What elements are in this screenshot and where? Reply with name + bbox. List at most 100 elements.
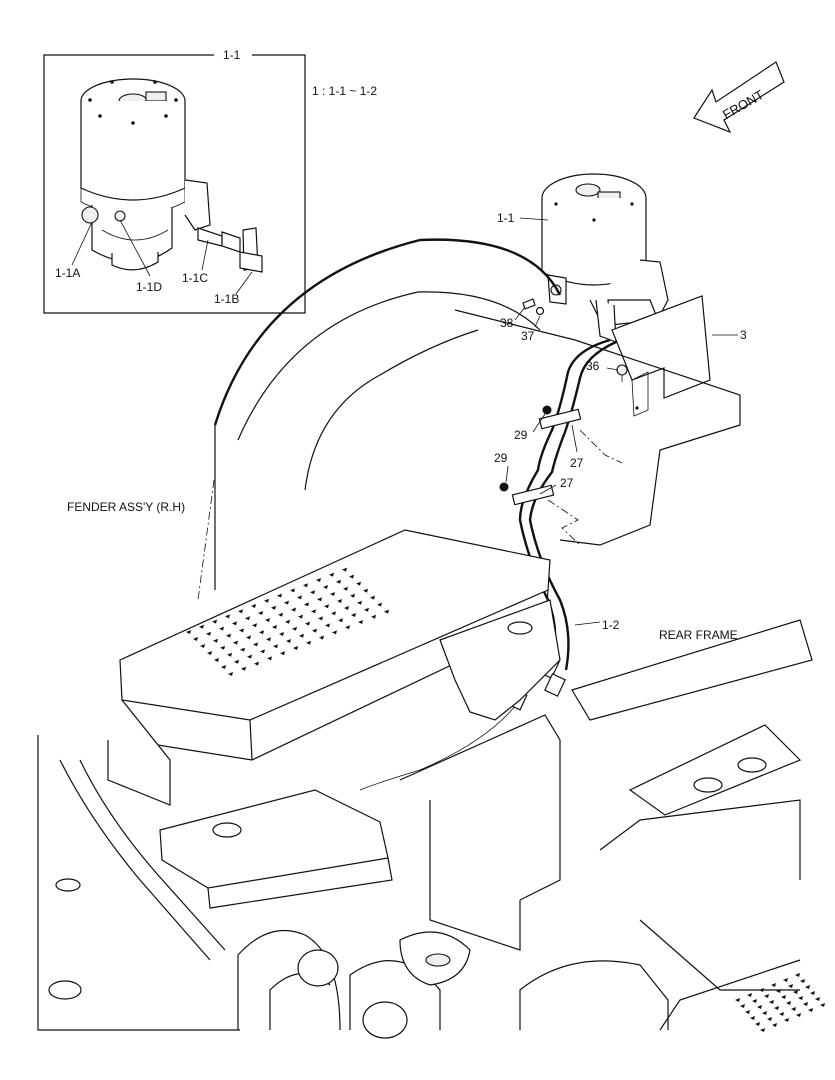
perforation-hole [342, 567, 347, 572]
label-1-1b: 1-1B [214, 292, 239, 306]
callout-27a: 27 [570, 456, 584, 470]
perforation-hole [233, 640, 238, 645]
perforation-hole [253, 642, 258, 647]
perforation-hole [788, 984, 793, 988]
perforation-hole [325, 623, 330, 628]
perforation-hole [246, 635, 251, 640]
perforation-hole [317, 597, 322, 602]
perforation-hole [363, 588, 368, 593]
callout-1-1: 1-1 [497, 211, 515, 225]
perforation-hole [351, 613, 356, 617]
callout-3: 3 [740, 328, 747, 342]
perforation-hole [228, 672, 233, 676]
perforation-hole [260, 649, 265, 654]
leader-1-1c [201, 239, 209, 271]
perforation-hole [350, 593, 355, 598]
perforation-hole [299, 633, 304, 638]
perforation-hole [338, 618, 343, 623]
perforation-hole [239, 628, 244, 633]
perforation-hole [267, 656, 272, 661]
perforation-hole [241, 666, 246, 671]
perforation-hole [752, 999, 757, 1003]
perforation-hole [271, 605, 276, 610]
leaders [505, 217, 738, 626]
perforation-hole [318, 616, 323, 621]
perforation-hole [316, 578, 321, 582]
perforation-hole [225, 614, 230, 619]
perforation-hole [279, 632, 284, 636]
perforation-hole [234, 659, 239, 664]
perforation-hole [305, 621, 310, 626]
perforation-hole [800, 979, 805, 983]
label-1-1c: 1-1C [182, 271, 208, 285]
perforation-hole [796, 1013, 801, 1017]
perforation-hole [784, 1018, 789, 1022]
perforation-hole [220, 645, 225, 650]
perforation-hole [206, 631, 211, 636]
perforation-hole [771, 983, 776, 987]
perforation-hole [272, 625, 277, 629]
leader-1-1a [71, 221, 93, 266]
perforation-hole [345, 625, 350, 630]
perforation-hole [259, 630, 264, 635]
inset-pump [80, 78, 263, 273]
rear-frame [37, 599, 813, 1039]
perforation-hole [755, 1022, 760, 1026]
fender-assembly-label: FENDER ASS'Y (R.H) [67, 500, 185, 514]
inset-title: 1-1 [223, 48, 241, 62]
perforation-hole [331, 611, 336, 616]
callout-36: 36 [586, 359, 600, 373]
perforation-hole [280, 651, 285, 656]
perforation-hole [193, 637, 198, 641]
perforation-hole [324, 604, 329, 609]
callout-29b: 29 [494, 451, 508, 465]
perforation-hole [292, 626, 297, 631]
perforation-hole [273, 644, 278, 649]
callout-38: 38 [500, 316, 514, 330]
perforation-hole [311, 609, 316, 614]
perforation-hole [329, 572, 334, 577]
perforation-hole [221, 665, 226, 669]
perforation-hole [284, 600, 289, 605]
perforation-hole [266, 637, 271, 642]
perforation-hole [337, 599, 342, 603]
perforation-hole [772, 1023, 777, 1027]
perforation-hole [793, 990, 798, 994]
perforation-hole [769, 1000, 774, 1004]
perforation-hole [371, 614, 376, 619]
perforation-hole [297, 595, 302, 600]
perforation-hole [781, 995, 786, 999]
perforation-hole [290, 588, 295, 593]
perforation-hole [370, 595, 375, 600]
perforation-hole [323, 585, 328, 589]
perforation-hole [805, 985, 810, 989]
perforation-hole [776, 989, 781, 993]
perforation-hole [251, 604, 256, 608]
perforation-hole [226, 633, 231, 638]
perforation-hole [336, 579, 341, 584]
perforation-hole [319, 635, 324, 640]
perforation-hole [312, 628, 317, 633]
perforation-hole [240, 647, 245, 652]
perforation-hole [214, 658, 219, 662]
perforation-hole [293, 646, 298, 650]
perforation-hole [212, 619, 217, 624]
perforation-hole [384, 609, 389, 614]
perforation-hole [264, 598, 269, 603]
inset-detail-1-1: 1-1 [43, 48, 306, 314]
perforation-hole [232, 621, 237, 626]
rear-frame-label: REAR FRAME [659, 628, 738, 642]
front-arrow: FRONT [693, 61, 785, 134]
perforation-hole [815, 997, 820, 1001]
perforation-hole [745, 1010, 750, 1014]
perforation-hole [774, 1006, 779, 1010]
perforation-hole [219, 626, 224, 631]
perforation-hole [252, 623, 257, 628]
perforation-hole [245, 616, 250, 621]
perforation-hole [298, 614, 303, 619]
bracket-plate-3 [611, 295, 711, 417]
fender-assembly [107, 238, 741, 806]
callout-37: 37 [521, 329, 535, 343]
perforation-hole [291, 607, 296, 612]
